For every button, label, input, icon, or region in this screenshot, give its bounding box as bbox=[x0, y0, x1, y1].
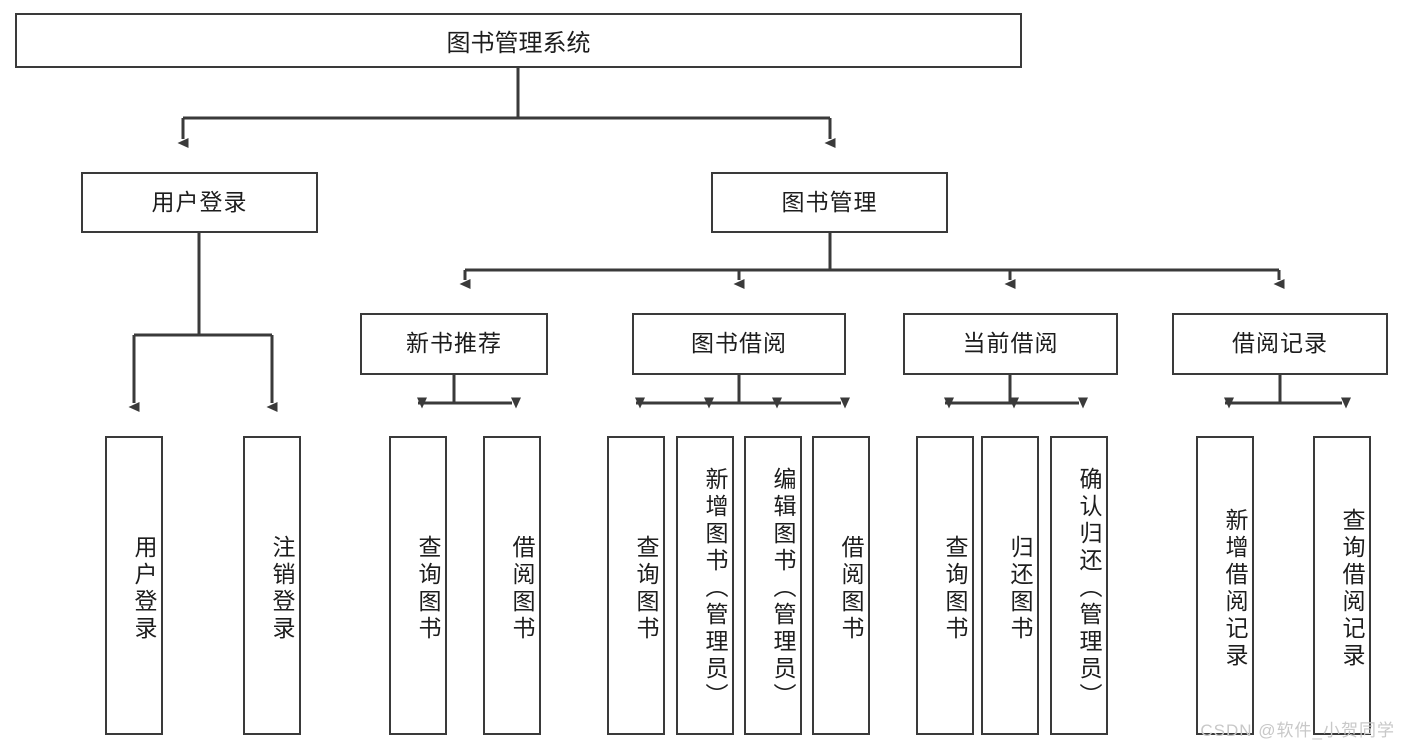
node-borrow-record[interactable]: 借阅记录 bbox=[1172, 313, 1388, 375]
leaf-logout[interactable]: 注销登录 bbox=[243, 436, 301, 735]
leaf-label: 借阅图书 bbox=[838, 534, 864, 643]
leaf-query-borrow-record[interactable]: 查询借阅记录 bbox=[1313, 436, 1371, 735]
leaf-label: 查询图书 bbox=[942, 534, 968, 643]
leaf-label: 用户登录 bbox=[131, 534, 157, 643]
node-book-borrow[interactable]: 图书借阅 bbox=[632, 313, 846, 375]
leaf-label: 编辑图书（管理员） bbox=[770, 467, 796, 710]
leaf-return-book[interactable]: 归还图书 bbox=[981, 436, 1039, 735]
leaf-label: 查询图书 bbox=[633, 534, 659, 643]
node-new-book-recommend[interactable]: 新书推荐 bbox=[360, 313, 548, 375]
leaf-label: 注销登录 bbox=[269, 534, 295, 643]
leaf-label: 新增借阅记录 bbox=[1222, 507, 1248, 670]
watermark-text: CSDN @软件_小贺同学 bbox=[1200, 721, 1395, 740]
leaf-borrow-book-recommend[interactable]: 借阅图书 bbox=[483, 436, 541, 735]
leaf-label: 归还图书 bbox=[1007, 534, 1033, 643]
leaf-query-book-recommend[interactable]: 查询图书 bbox=[389, 436, 447, 735]
node-book-management-group[interactable]: 图书管理 bbox=[711, 172, 948, 233]
node-current-borrow[interactable]: 当前借阅 bbox=[903, 313, 1118, 375]
leaf-confirm-return-admin[interactable]: 确认归还（管理员） bbox=[1050, 436, 1108, 735]
leaf-add-borrow-record[interactable]: 新增借阅记录 bbox=[1196, 436, 1254, 735]
leaf-edit-book-admin[interactable]: 编辑图书（管理员） bbox=[744, 436, 802, 735]
leaf-label: 新增图书（管理员） bbox=[702, 467, 728, 710]
leaf-label: 确认归还（管理员） bbox=[1076, 467, 1102, 710]
leaf-label: 查询借阅记录 bbox=[1339, 507, 1365, 670]
leaf-user-login[interactable]: 用户登录 bbox=[105, 436, 163, 735]
leaf-label: 借阅图书 bbox=[509, 534, 535, 643]
leaf-add-book-admin[interactable]: 新增图书（管理员） bbox=[676, 436, 734, 735]
node-root-system[interactable]: 图书管理系统 bbox=[15, 13, 1022, 68]
leaf-label: 查询图书 bbox=[415, 534, 441, 643]
leaf-query-book-current[interactable]: 查询图书 bbox=[916, 436, 974, 735]
leaf-query-book-borrow[interactable]: 查询图书 bbox=[607, 436, 665, 735]
leaf-borrow-book[interactable]: 借阅图书 bbox=[812, 436, 870, 735]
node-user-login-group[interactable]: 用户登录 bbox=[81, 172, 318, 233]
